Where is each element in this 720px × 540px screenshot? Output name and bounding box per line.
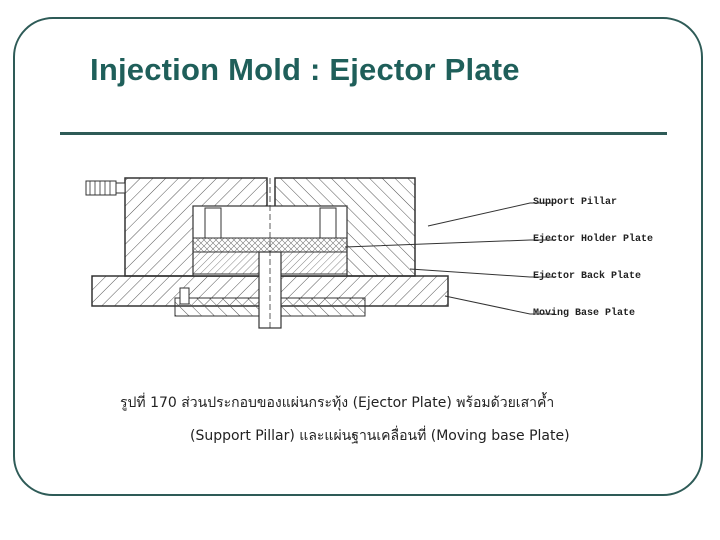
label-ejector-back-plate: Ejector Back Plate — [533, 271, 642, 282]
caption-line-1: รูปที่ 170 ส่วนประกอบของแผ่นกระทุ้ง (Eje… — [120, 395, 555, 411]
label-moving-base-plate: Moving Base Plate — [533, 308, 636, 319]
label-support-pillar: Support Pillar — [533, 197, 618, 208]
slide-frame — [13, 17, 703, 496]
title-divider — [60, 132, 667, 135]
caption-line-2: (Support Pillar) และแผ่นฐานเคลื่อนที่ (M… — [190, 428, 570, 444]
base-screw — [179, 287, 190, 305]
leader-support-pillar — [427, 202, 555, 227]
leader-ejector-holder-plate — [344, 239, 555, 248]
support-pillar-left — [204, 207, 222, 239]
leader-moving-base-plate — [444, 295, 555, 315]
label-ejector-holder-plate: Ejector Holder Plate — [533, 234, 654, 245]
slide-title: Injection Mold : Ejector Plate — [90, 52, 520, 87]
support-pillar-right — [319, 207, 337, 239]
cooling-nozzle — [85, 180, 117, 196]
leader-ejector-back-plate — [409, 268, 555, 278]
